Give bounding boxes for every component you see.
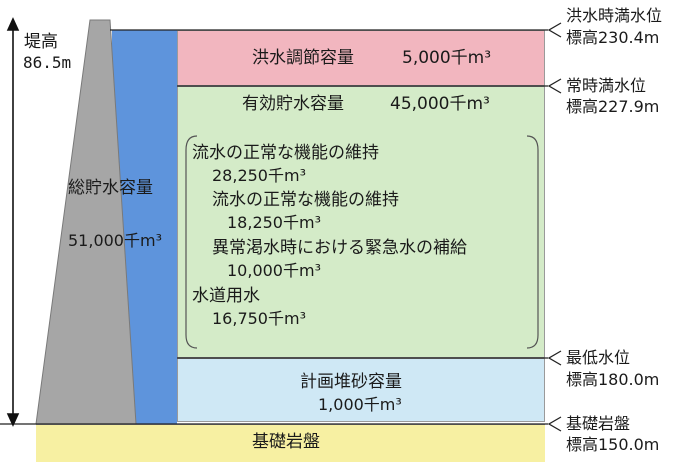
- effective-storage-value: 45,000千m³: [390, 94, 490, 114]
- dam-height-value: 86.5m: [23, 53, 72, 72]
- sediment-zone: [177, 358, 545, 422]
- level-bedrock-name: 基礎岩盤: [566, 414, 631, 433]
- allocation-2-value: 18,250千m³: [227, 213, 321, 232]
- sediment-label: 計画堆砂容量: [300, 372, 402, 392]
- level-flood-elev: 標高230.4m: [566, 28, 660, 47]
- level-minimum-name: 最低水位: [566, 348, 631, 367]
- total-storage-label: 総貯水容量: [68, 178, 153, 198]
- level-minimum-elev: 標高180.0m: [566, 370, 660, 389]
- level-bedrock-elev: 標高150.0m: [566, 435, 660, 454]
- flood-control-label: 洪水調節容量: [252, 48, 354, 68]
- bedrock-zone: [36, 424, 545, 462]
- allocation-3-value: 10,000千m³: [227, 261, 321, 280]
- sediment-value: 1,000千m³: [318, 395, 402, 414]
- total-storage-value: 51,000千m³: [68, 231, 162, 250]
- level-normal-name: 常時満水位: [566, 76, 647, 95]
- level-normal-elev: 標高227.9m: [566, 97, 660, 116]
- allocation-1-value: 28,250千m³: [212, 166, 306, 185]
- allocation-4-value: 16,750千m³: [212, 309, 306, 328]
- allocation-1-label: 流水の正常な機能の維持: [192, 143, 379, 163]
- allocation-2-label: 流水の正常な機能の維持: [212, 190, 399, 210]
- level-flood-name: 洪水時満水位: [566, 6, 663, 25]
- allocation-4-label: 水道用水: [192, 286, 260, 306]
- effective-storage-label: 有効貯水容量: [242, 94, 344, 114]
- bedrock-label: 基礎岩盤: [252, 432, 320, 452]
- dam-height-label: 堤高: [24, 32, 58, 52]
- effective-storage-zone: [177, 86, 545, 358]
- allocation-3-label: 異常渇水時における緊急水の補給: [212, 238, 467, 258]
- flood-control-value: 5,000千m³: [402, 48, 492, 68]
